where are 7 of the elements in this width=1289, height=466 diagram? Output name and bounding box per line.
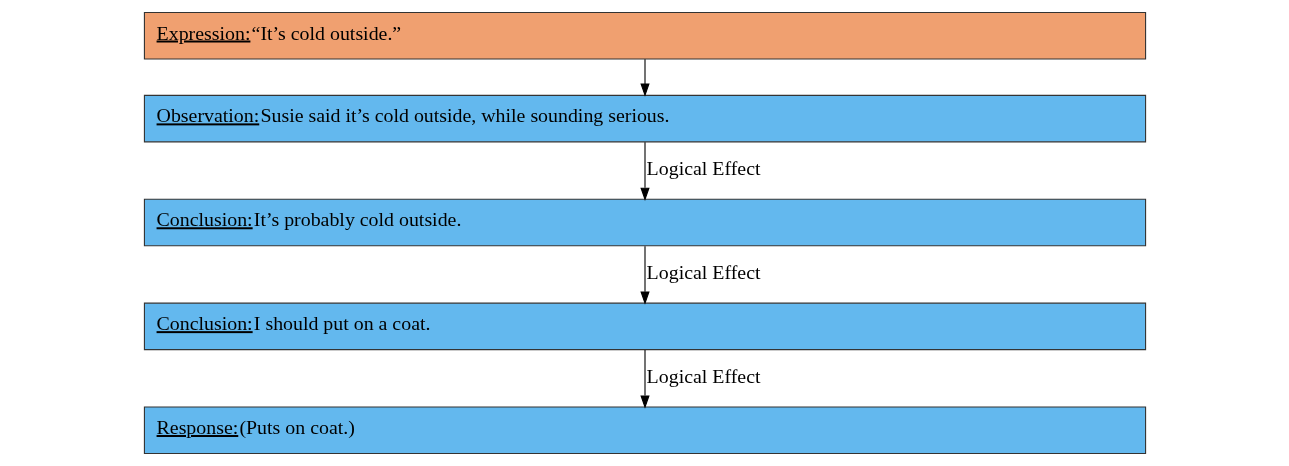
edge-label: Logical Effect xyxy=(646,365,760,388)
edge-label: Logical Effect xyxy=(646,157,760,180)
arrow xyxy=(639,245,650,305)
arrow xyxy=(639,141,650,201)
edge-label: Logical Effect xyxy=(646,261,760,284)
arrow xyxy=(639,58,650,97)
arrow xyxy=(639,349,650,409)
